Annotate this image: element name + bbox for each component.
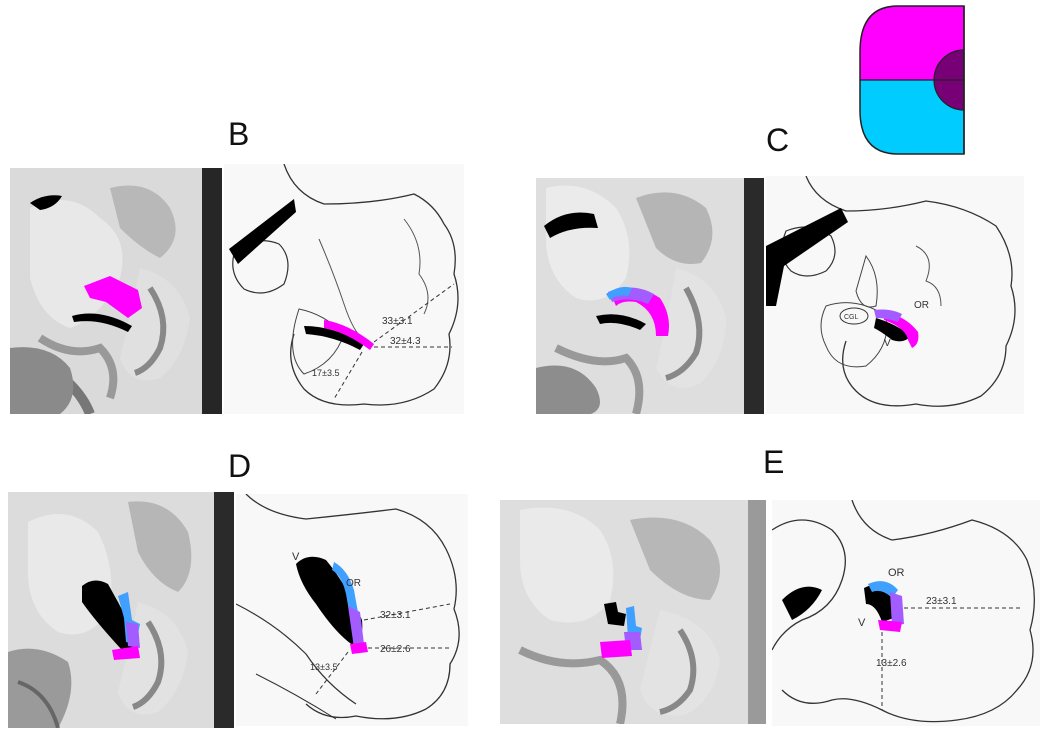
panel-c-label-or: OR [914,300,929,311]
panel-c-mri [536,178,764,414]
panel-c-label-cgl: CGL [844,314,859,321]
panel-b-label-2: 32±4.3 [390,336,421,347]
panel-c-atlas: OR V CGL [766,176,1024,414]
panel-e-label-2: 13±2.6 [876,658,907,669]
legend-macula [934,50,964,110]
panel-d-label-or: OR [346,578,361,589]
panel-d-label-2: 26±2.6 [380,644,411,655]
panel-letter-d: D [228,448,252,484]
panel-b-atlas: 33±3.1 32±4.3 17±3.5 [224,164,464,414]
panel-b-label-3: 17±3.5 [312,368,339,378]
panel-e-label-v: V [858,617,866,629]
panel-b-mri-ventricle [72,313,132,332]
panel-d-label-3: 13±3.5 [310,662,337,672]
panel-c-label-v: V [884,338,891,349]
panel-d-label-v: V [292,551,300,563]
panel-letter-e: E [763,444,785,480]
panel-b-mri-optic-radiation [84,276,142,318]
panel-e-label-1: 23±3.1 [926,596,957,607]
retinotopy-legend [859,5,965,155]
panel-d-atlas: V OR 32±3.1 26±2.6 13±3.5 [236,494,468,726]
panel-d-mri [8,492,234,728]
panel-letter-c: C [766,122,790,158]
panel-e-atlas: OR V 23±3.1 13±2.6 [772,500,1040,726]
panel-e-label-or: OR [888,567,905,579]
panel-b-label-1: 33±3.1 [382,316,413,327]
panel-letter-b: B [228,116,250,152]
panel-b-mri [10,168,222,414]
panel-e-mri [500,500,766,724]
panel-d-label-1: 32±3.1 [380,610,411,621]
